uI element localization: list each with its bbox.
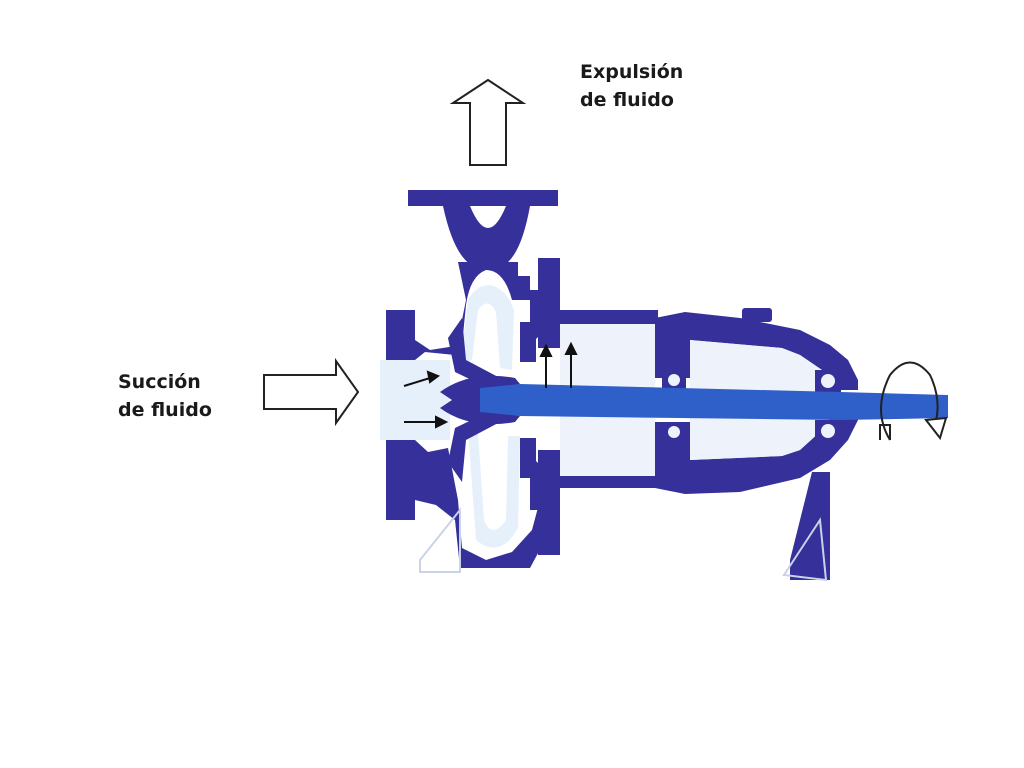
flow-arrows — [403, 341, 578, 429]
discharge-nozzle — [408, 190, 558, 268]
inlet-label-line1: Succión — [118, 371, 201, 393]
outlet-label-line1: Expulsión — [580, 61, 684, 83]
outlet-label: Expulsión de fluido — [580, 58, 683, 114]
suction-inlet — [380, 360, 450, 440]
outlet-label-line2: de fluido — [580, 89, 674, 111]
inlet-label: Succión de fluido — [118, 368, 212, 424]
inlet-label-line2: de fluido — [118, 399, 212, 421]
back-plate — [520, 258, 658, 555]
pump-feet — [419, 507, 828, 582]
pump-shaft — [480, 384, 948, 420]
outlet-arrow-icon — [449, 78, 527, 166]
bearing-housing — [655, 308, 858, 580]
inlet-arrow-icon — [263, 357, 360, 427]
rotation-icon — [879, 361, 948, 441]
bearings — [662, 370, 841, 442]
impeller-hub — [452, 387, 488, 413]
